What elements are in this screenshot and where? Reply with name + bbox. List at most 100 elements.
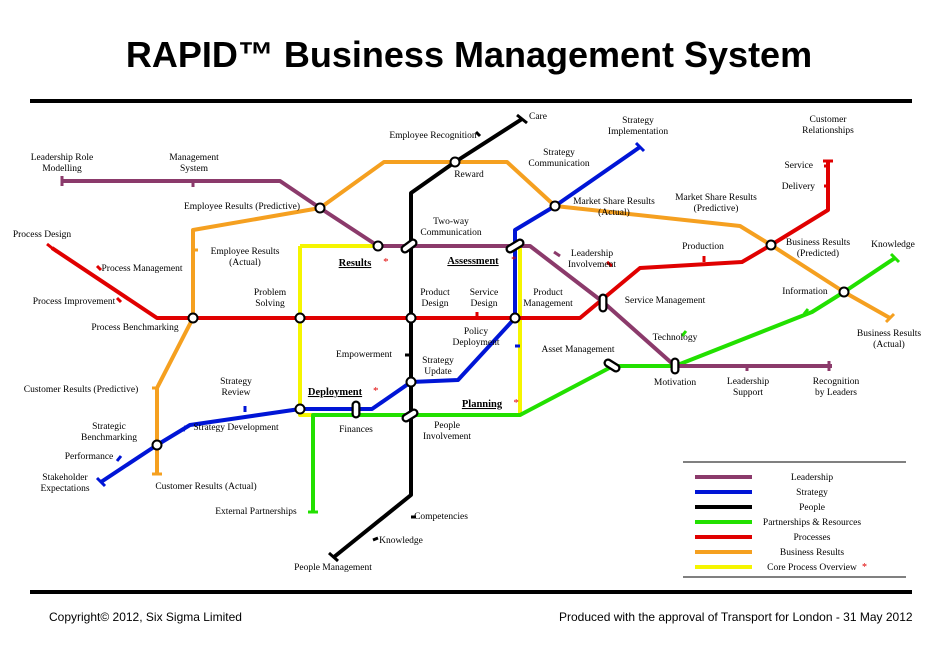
label-business-results-actual: Business Results(Actual) — [857, 329, 921, 350]
interchange-station — [294, 403, 306, 415]
core-labels: Results*Assessment*Deployment*Planning* — [308, 254, 519, 410]
asterisk-mark: * — [513, 397, 519, 409]
station-ticks — [46, 113, 901, 563]
interchange-station — [187, 312, 199, 324]
station-tick — [889, 252, 901, 264]
station-tick — [181, 425, 188, 432]
station-tick — [46, 242, 58, 254]
core-label-planning: Planning — [462, 399, 503, 410]
label-people-management: People Management — [294, 563, 372, 573]
page-title: RAPID™ Business Management System — [125, 34, 813, 75]
label-knowledge-bottom: Knowledge — [379, 536, 423, 546]
interchange-station — [372, 240, 384, 252]
label-delivery: Delivery — [782, 182, 815, 192]
label-process-design: Process Design — [13, 230, 72, 240]
route-leadership — [62, 179, 832, 368]
legend-label-partnerships: Partnerships & Resources — [763, 518, 861, 528]
station-tick — [115, 296, 123, 304]
label-business-results-predicted: Business Results(Predicted) — [786, 238, 850, 259]
label-finances: Finances — [339, 425, 373, 435]
interchange-station — [549, 200, 561, 212]
station-tick — [606, 260, 613, 268]
legend-label-core_process: Core Process Overview — [767, 563, 857, 573]
label-service: Service — [785, 161, 814, 171]
label-production: Production — [682, 242, 724, 252]
label-process-management: Process Management — [102, 264, 183, 274]
approval-text: Produced with the approval of Transport … — [559, 610, 913, 624]
interchange-link-inner — [402, 240, 416, 252]
interchange-station — [405, 312, 417, 324]
core-label-assessment: Assessment — [447, 256, 499, 267]
label-process-improvement: Process Improvement — [33, 297, 116, 307]
label-care: Care — [529, 112, 547, 122]
top-rule — [30, 99, 912, 103]
station-tick — [95, 476, 107, 488]
station-tick — [884, 312, 896, 324]
route-people — [332, 117, 524, 559]
station-tick — [95, 264, 103, 272]
label-information: Information — [782, 286, 828, 297]
station-tick — [553, 250, 561, 258]
legend-label-people: People — [799, 503, 825, 513]
legend-label-strategy: Strategy — [796, 488, 828, 498]
label-motivation: Motivation — [654, 378, 696, 388]
interchange-link-inner — [605, 360, 619, 371]
label-customer-results-predictive: Customer Results (Predictive) — [24, 384, 139, 395]
bottom-rule — [30, 590, 912, 594]
interchange-stations — [151, 156, 850, 451]
label-customer-results-actual: Customer Results (Actual) — [155, 481, 256, 492]
legend-label-leadership: Leadership — [791, 473, 833, 483]
interchange-station — [405, 376, 417, 388]
interchange-station — [294, 312, 306, 324]
label-employee-results-predictive: Employee Results (Predictive) — [184, 201, 300, 212]
interchange-station — [151, 439, 163, 451]
legend-label-processes: Processes — [794, 533, 831, 543]
label-competencies: Competencies — [414, 512, 468, 522]
label-employee-results-actual: Employee Results(Actual) — [211, 247, 280, 268]
interchange-station — [838, 286, 850, 298]
label-employee-recognition: Employee Recognition — [389, 131, 477, 141]
route-processes — [50, 161, 830, 320]
label-knowledge-right: Knowledge — [871, 240, 915, 250]
label-external-partnerships: External Partnerships — [215, 507, 297, 517]
label-service-management: Service Management — [625, 296, 706, 306]
station-tick — [802, 308, 810, 315]
station-tick — [680, 330, 688, 337]
asterisk-mark: * — [383, 256, 389, 268]
asterisk-mark: * — [373, 385, 379, 397]
label-reward: Reward — [454, 170, 484, 180]
interchange-link-inner — [507, 240, 523, 252]
label-empowerment: Empowerment — [336, 350, 392, 360]
legend-label-business_results: Business Results — [780, 548, 844, 558]
label-market-share-predictive: Market Share Results(Predictive) — [675, 193, 757, 214]
label-asset-management: Asset Management — [541, 345, 614, 355]
station-tick — [115, 455, 123, 462]
station-tick — [516, 113, 528, 125]
interchange-station — [314, 202, 326, 214]
core-label-results: Results — [339, 258, 372, 269]
route-partnerships — [311, 256, 897, 512]
station-tick — [474, 130, 482, 138]
label-strategy-development: Strategy Development — [193, 423, 279, 433]
route-business_a — [155, 160, 891, 474]
station-tick — [372, 536, 379, 542]
